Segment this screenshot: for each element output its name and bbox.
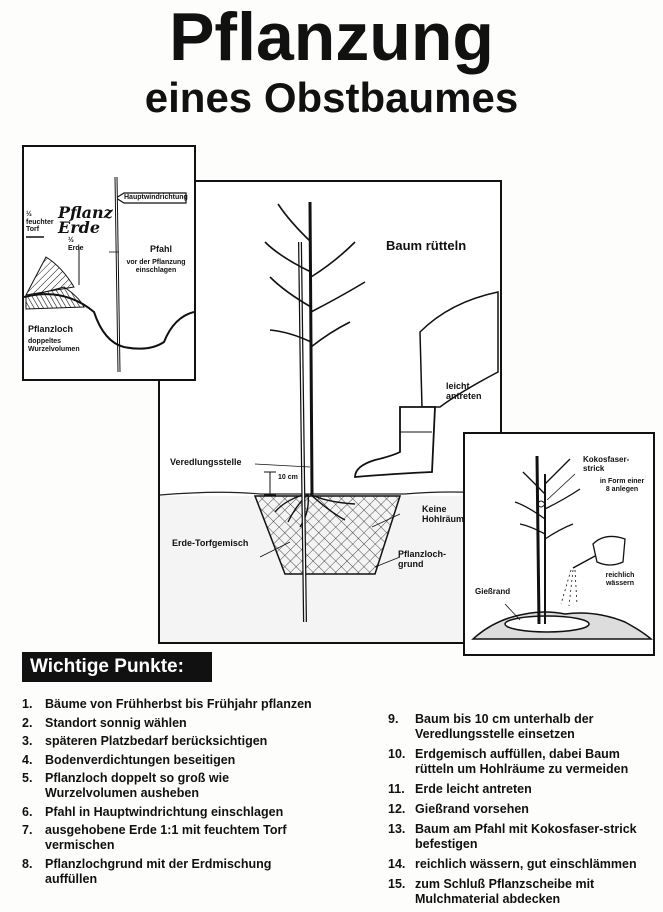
points-list-left: 1. Bäume von Frühherbst bis Frühjahr pfla… [22,697,322,890]
water-generously-label: reichlich wässern [605,572,635,587]
point-text: reichlich wässern, gut einschlämmen [415,857,637,871]
point-text: Baum am Pfahl mit Kokosfaser-strick befe… [415,822,637,851]
point-number: 11. [388,782,405,796]
stake-label: Pfahl [150,244,173,254]
point-item: 13. Baum am Pfahl mit Kokosfaser-strick b… [388,822,658,852]
point-number: 10. [388,747,406,761]
point-item: 8. Pflanzlochgrund mit der Erdmischung au… [22,857,322,887]
watering-rim-label: Gießrand [475,587,511,596]
point-item: 4. Bodenverdichtungen beseitigen [22,753,322,768]
point-text: Gießrand vorsehen [415,802,529,816]
illustration-stake: Hauptwindrichtung ½ feuchter Torf Pflanz… [22,145,196,381]
graft-point-label: Veredlungsstelle [170,457,242,467]
points-list-right: 9. Baum bis 10 cm unterhalb der Veredlung… [388,712,658,912]
depth-label: 10 cm [278,474,298,481]
point-text: ausgehobene Erde 1:1 mit feuchtem Torf v… [45,823,287,852]
no-voids-label: Keine Hohlräume [422,504,470,524]
planting-hole-label: Pflanzloch [28,324,74,334]
stake-hole-drawing [24,176,194,373]
point-number: 4. [22,752,33,767]
illustration-planting-main: Baum rütteln leicht antreten Veredlungss… [158,180,502,644]
point-text: späteren Platzbedarf berücksichtigen [45,734,268,748]
point-item: 12. Gießrand vorsehen [388,802,658,817]
planting-hole-note: doppeltes Wurzelvolumen [28,338,80,353]
point-item: 14. reichlich wässern, gut einschlämmen [388,857,658,872]
wind-direction-arrow-label: Hauptwindrichtung [124,194,188,201]
point-text: Baum bis 10 cm unterhalb der Veredlungss… [415,712,594,741]
point-item: 15. zum Schluß Pflanzscheibe mit Mulchmat… [388,877,658,907]
point-text: Pflanzlochgrund mit der Erdmischung auff… [45,856,272,886]
important-points-heading: Wichtige Punkte: [22,652,212,682]
point-text: Pflanzloch doppelt so groß wie Wurzelvol… [45,771,230,800]
shake-tree-label: Baum rütteln [386,238,467,253]
point-item: 7. ausgehobene Erde 1:1 mit feuchtem Torf… [22,823,322,853]
point-text: Standort sonnig wählen [45,715,187,730]
point-number: 3. [22,734,33,748]
illustration-watering: Kokosfaser-strick in Form einer 8 anlege… [463,432,655,656]
point-item: 6. Pfahl in Hauptwindrichtung einschlagen [22,805,322,820]
point-text: Bäume von Frühherbst bis Frühjahr pflanz… [45,697,312,711]
point-text: zum Schluß Pflanzscheibe mit Mulchmateri… [415,877,595,906]
point-number: 6. [22,804,33,819]
point-item: 9. Baum bis 10 cm unterhalb der Veredlung… [388,712,658,742]
point-number: 9. [388,712,399,726]
point-text: Erde leicht antreten [415,782,532,796]
page-title: Pflanzung [169,0,494,75]
point-item: 3. späteren Platzbedarf berücksichtigen [22,734,322,749]
point-number: 8. [22,856,33,871]
point-item: 10. Erdgemisch auffüllen, dabei Baum rütt… [388,747,658,777]
peat-fraction-label: ½ feuchter Torf [26,211,54,234]
point-item: 11. Erde leicht antreten [388,782,658,797]
point-item: 5. Pflanzloch doppelt so groß wie Wurzelv… [22,771,322,801]
point-number: 1. [22,697,33,711]
hole-bottom-label: Pflanzloch-grund [398,549,447,569]
soil-peat-mix-label: Erde-Torfgemisch [172,538,249,548]
page-subtitle: eines Obstbaumes [144,74,519,121]
point-item: 1. Bäume von Frühherbst bis Frühjahr pfla… [22,697,322,712]
coir-rope-label: Kokosfaser-strick [583,455,630,473]
point-number: 12. [388,802,406,816]
point-number: 14. [388,857,406,871]
point-number: 7. [22,823,33,837]
point-number: 13. [388,822,406,836]
stake-note: vor der Pflanzung einschlagen [126,259,186,274]
tree-planting-drawing [160,201,500,642]
point-number: 2. [22,715,33,730]
point-text: Erdgemisch auffüllen, dabei Baum rütteln… [415,747,629,776]
point-number: 5. [22,771,33,785]
point-text: Bodenverdichtungen beseitigen [45,752,236,767]
point-number: 15. [388,877,406,891]
point-item: 2. Standort sonnig wählen [22,716,322,731]
soil-fraction-label: ½ Erde [68,237,84,252]
watering-drawing [471,455,653,640]
coir-rope-note: in Form einer 8 anlegen [599,478,645,493]
handwritten-note: Pflanz Erde [58,203,113,237]
point-text: Pfahl in Hauptwindrichtung einschlagen [45,804,284,819]
tread-label: leicht antreten [446,381,482,401]
